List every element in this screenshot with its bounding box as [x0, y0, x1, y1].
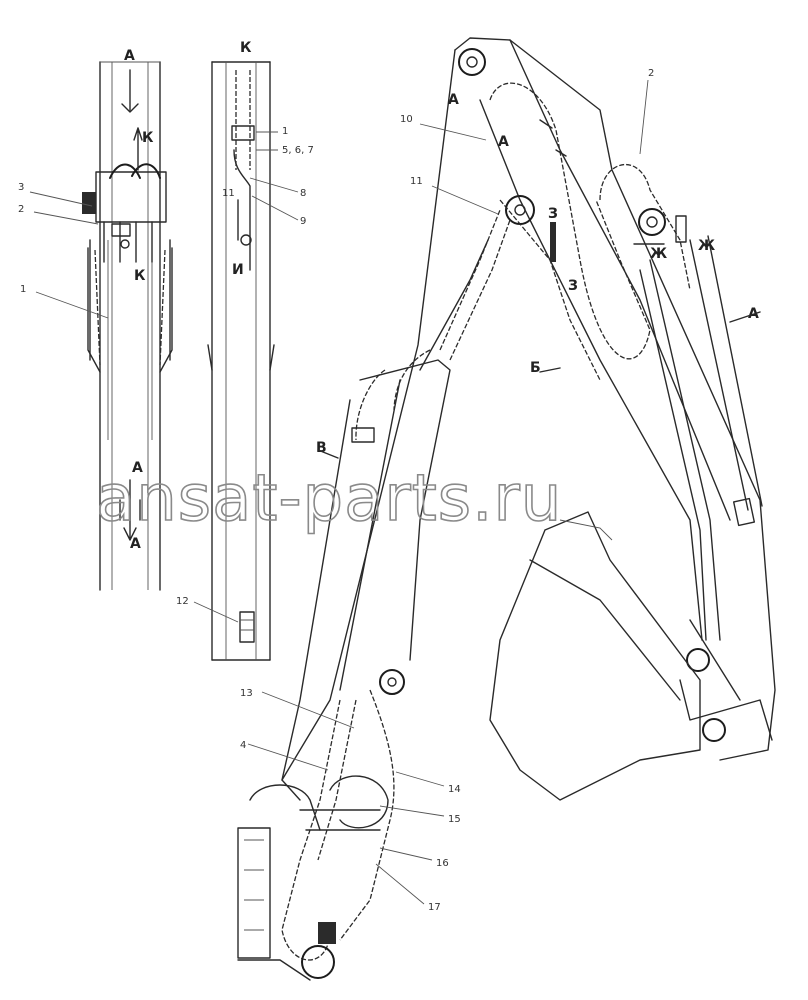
- main-callout-17: 17: [428, 902, 441, 913]
- left-view-mark-k: К: [142, 130, 154, 146]
- main-mark-zh1: Ж: [650, 246, 667, 262]
- mid-callout-9: 9: [300, 216, 306, 227]
- main-callout-16: 16: [436, 858, 449, 869]
- left-callout-2: 2: [18, 204, 24, 215]
- left-callout-1: 1: [20, 284, 26, 295]
- mid-callout-11: 11: [222, 188, 235, 199]
- left-section-mark-bottom: А: [132, 460, 143, 476]
- main-mark-b: Б: [530, 360, 541, 376]
- mid-callout-12: 12: [176, 596, 189, 607]
- left-callout-3: 3: [18, 182, 24, 193]
- middle-view-k: К 1 5, 6, 7 8 9 11 12 И: [176, 40, 314, 661]
- main-boom-view: 10 11 13 4 14 15 16 17 2 А А А Б В З З Ж…: [237, 37, 776, 981]
- main-callout-10: 10: [400, 114, 413, 125]
- main-callout-15: 15: [448, 814, 461, 825]
- mid-callout-5-6-7: 5, 6, 7: [282, 145, 314, 156]
- main-mark-z2: З: [568, 278, 578, 294]
- watermark-text: ansat-parts.ru: [96, 462, 562, 536]
- left-arrow-mark-bottom: А: [130, 536, 141, 552]
- mid-callout-8: 8: [300, 188, 306, 199]
- left-section-mark-top: А: [124, 48, 135, 64]
- main-callout-14: 14: [448, 784, 461, 795]
- left-view-mark-k2: К: [134, 268, 146, 284]
- main-mark-zh2: Ж: [698, 238, 715, 254]
- main-mark-a-top: А: [448, 92, 459, 108]
- main-callout-11: 11: [410, 176, 423, 187]
- mid-mark-i: И: [232, 262, 244, 278]
- main-callout-2: 2: [648, 68, 654, 79]
- middle-view-title: К: [240, 40, 252, 56]
- mid-callout-1: 1: [282, 126, 288, 137]
- main-mark-v: В: [316, 440, 327, 456]
- main-callout-4: 4: [240, 740, 246, 751]
- main-mark-a-top2: А: [498, 134, 509, 150]
- main-mark-z1: З: [548, 206, 558, 222]
- main-callout-13: 13: [240, 688, 253, 699]
- left-section-view: А А А К К 3 2 1: [18, 48, 173, 591]
